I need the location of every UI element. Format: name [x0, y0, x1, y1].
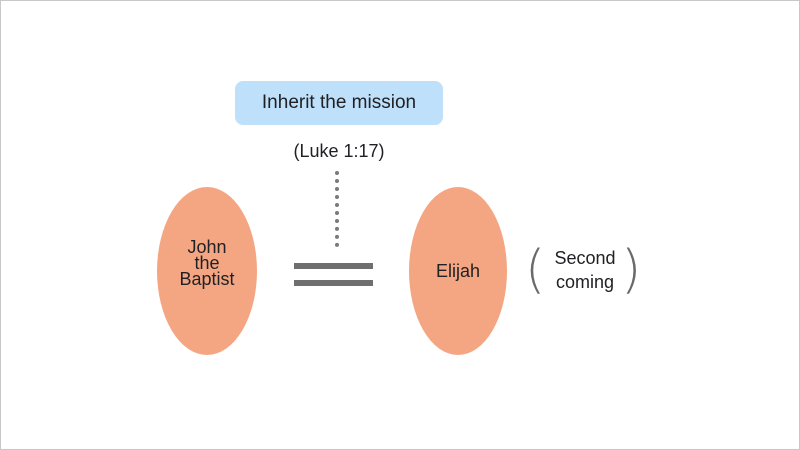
node-john-line-1: John [187, 237, 227, 257]
scripture-reference: (Luke 1:17) [293, 141, 385, 161]
second-coming-note: Second coming [545, 246, 625, 294]
right-parenthesis: ) [621, 240, 642, 300]
node-john-line-2: the [194, 253, 220, 273]
mission-label: Inherit the mission [261, 92, 417, 113]
dotted-connector [335, 171, 339, 247]
node-john-the-baptist: John the Baptist [157, 187, 257, 355]
node-elijah-label: Elijah [435, 261, 481, 281]
equals-sign-top-bar [294, 263, 373, 269]
left-parenthesis: ( [525, 240, 546, 300]
node-john-label: John the Baptist [167, 237, 247, 291]
node-john-line-3: Baptist [179, 269, 235, 289]
note-line-1: Second [554, 248, 616, 268]
node-elijah: Elijah [409, 187, 507, 355]
mission-box: Inherit the mission [235, 81, 443, 125]
equals-sign-bottom-bar [294, 280, 373, 286]
note-line-2: coming [555, 272, 615, 292]
